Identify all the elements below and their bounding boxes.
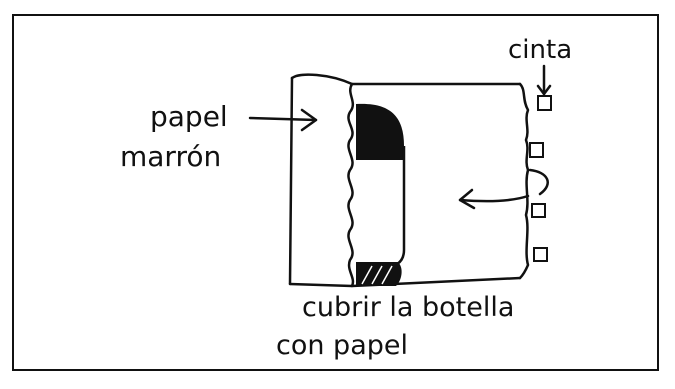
curl-mark bbox=[528, 168, 549, 196]
fold-arrow bbox=[458, 188, 530, 210]
caption-line2: con papel bbox=[276, 330, 408, 361]
paper-label-line2: marrón bbox=[120, 140, 221, 173]
paper-label-line1: papel bbox=[150, 100, 228, 133]
paper-arrow bbox=[248, 108, 318, 132]
tape-piece bbox=[537, 95, 552, 111]
figure-frame bbox=[12, 14, 659, 371]
tape-piece bbox=[529, 142, 544, 158]
caption-line1: cubrir la botella bbox=[302, 292, 514, 323]
tape-pieces bbox=[529, 95, 552, 262]
bottle bbox=[356, 103, 406, 286]
tape-arrow bbox=[536, 64, 552, 96]
tape-piece bbox=[533, 247, 548, 262]
brown-paper-sheet bbox=[288, 73, 530, 288]
tape-piece bbox=[531, 203, 546, 218]
tape-label: cinta bbox=[508, 35, 572, 65]
